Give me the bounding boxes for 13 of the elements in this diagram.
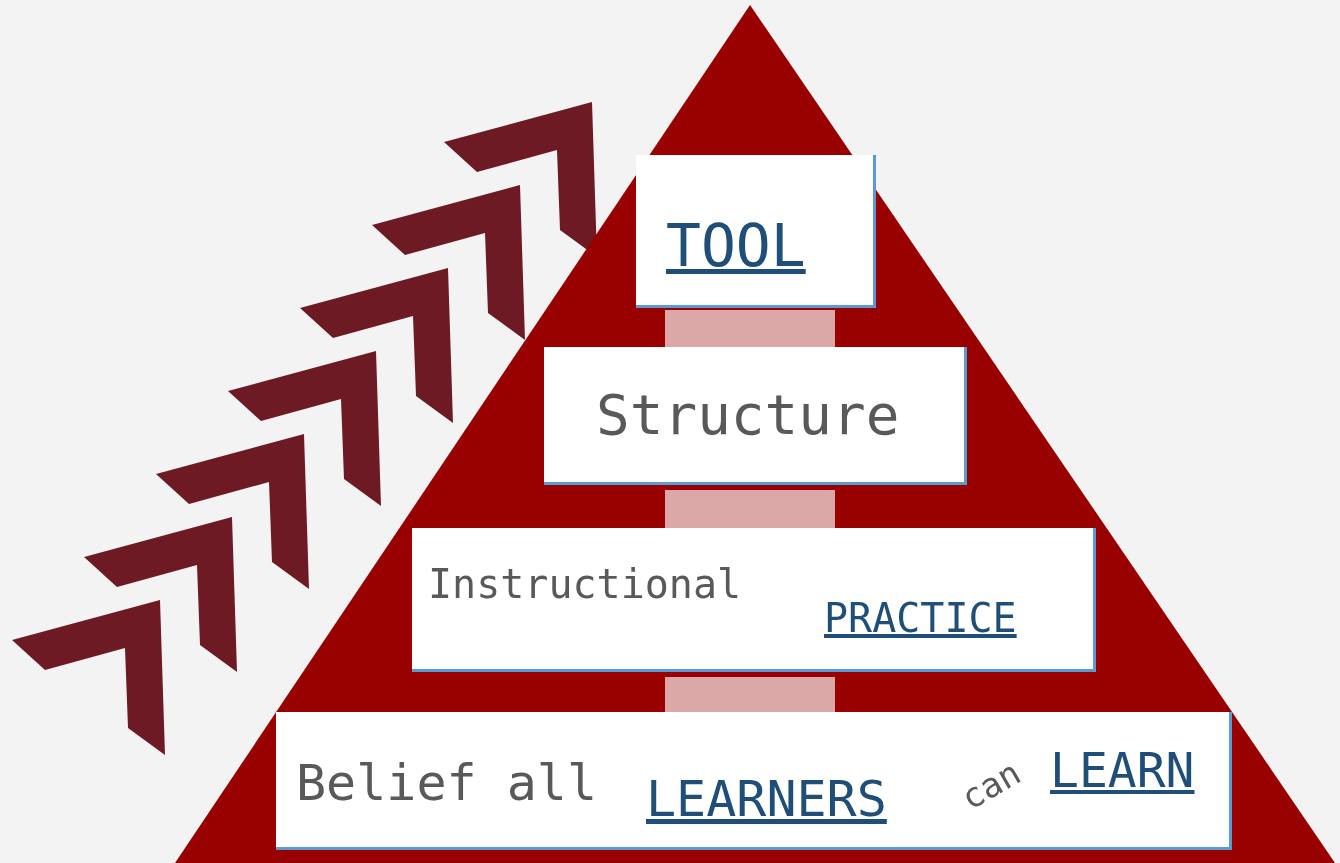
label-text: Belief all bbox=[296, 758, 598, 808]
underlined-heading: PRACTICE bbox=[824, 598, 1017, 638]
text-box bbox=[276, 712, 1232, 850]
pyramid-shape bbox=[175, 5, 1335, 863]
text-box bbox=[544, 347, 967, 485]
label-text: Structure bbox=[596, 387, 900, 443]
underlined-heading: LEARN bbox=[1050, 746, 1195, 794]
text-box bbox=[412, 528, 1096, 672]
label-text: Instructional bbox=[428, 564, 742, 604]
text-box bbox=[636, 155, 876, 308]
label-text: can bbox=[955, 754, 1026, 816]
underlined-heading: LEARNERS bbox=[646, 774, 887, 824]
underlined-heading: TOOL bbox=[666, 217, 806, 275]
